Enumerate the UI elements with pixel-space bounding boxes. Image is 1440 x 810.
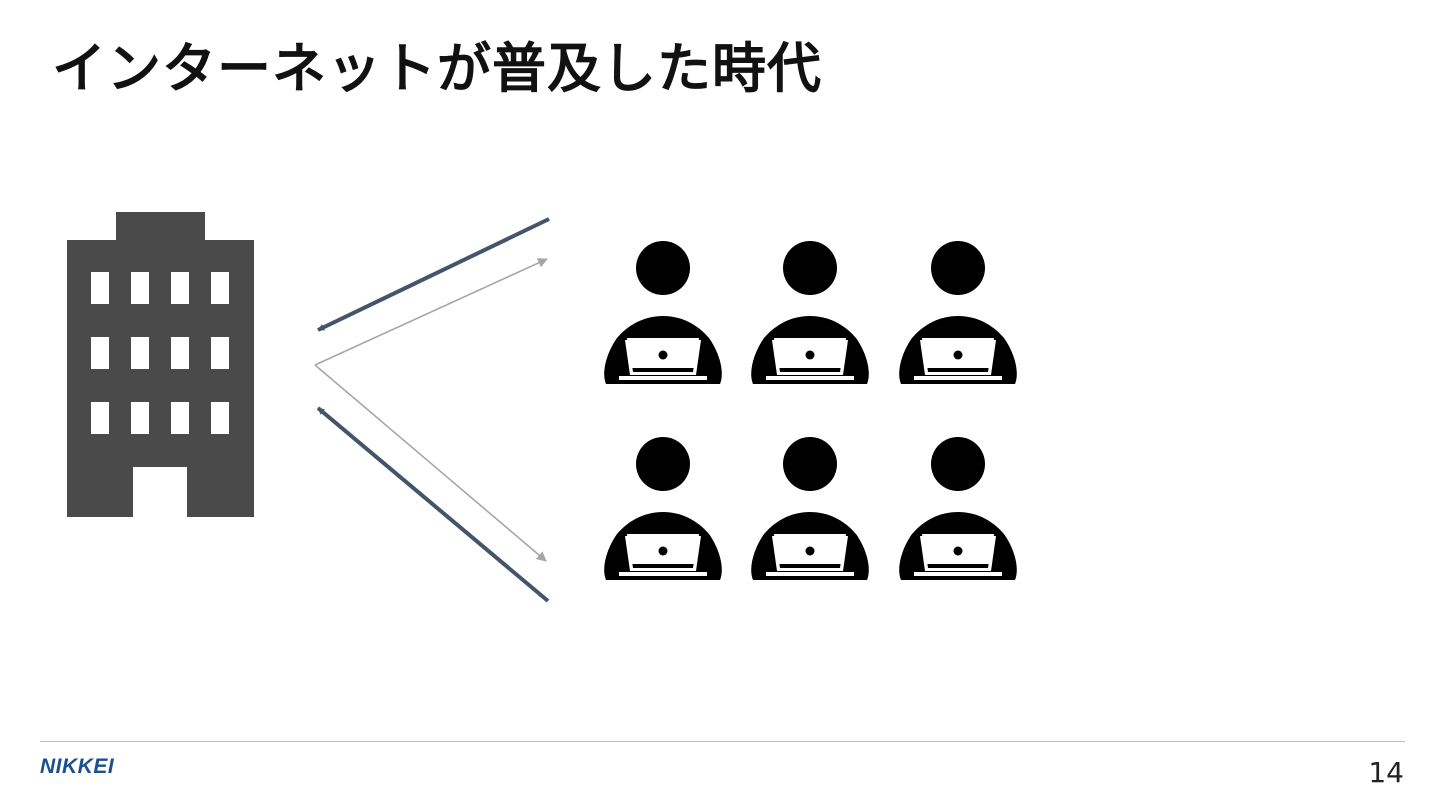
users-group	[604, 241, 1017, 580]
request-arrow-bottom	[316, 406, 550, 603]
person-with-laptop-icon	[899, 241, 1017, 384]
person-with-laptop-icon	[751, 437, 869, 580]
request-arrow-top	[317, 217, 550, 332]
communication-arrows	[314, 217, 550, 603]
response-arrow-top	[314, 258, 548, 366]
person-with-laptop-icon	[751, 241, 869, 384]
office-building-icon	[67, 212, 254, 517]
response-arrow-bottom	[314, 364, 547, 562]
footer-divider	[40, 741, 1405, 742]
person-with-laptop-icon	[604, 241, 722, 384]
person-with-laptop-icon	[899, 437, 1017, 580]
person-with-laptop-icon	[604, 437, 722, 580]
nikkei-logo: NIKKEI	[40, 755, 115, 778]
page-number: 14	[1368, 756, 1404, 789]
slide-title: インターネットが普及した時代	[52, 37, 822, 100]
